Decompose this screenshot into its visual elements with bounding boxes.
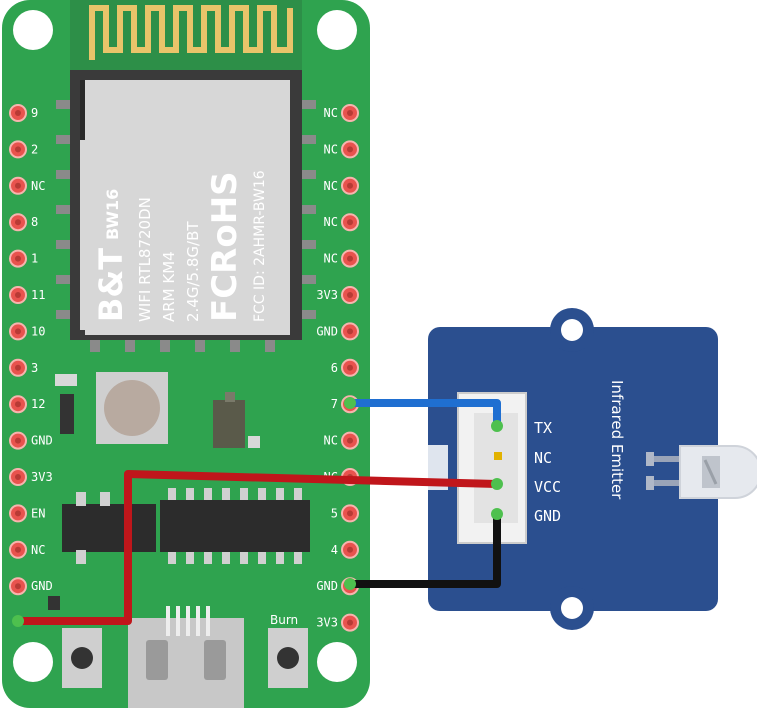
led-lead-2: [648, 480, 684, 486]
left-pin-label: 9: [31, 106, 38, 120]
ir-mount-hole-top: [561, 319, 583, 341]
module-cert: FCRoHS: [205, 171, 245, 322]
smd-component: [55, 374, 77, 386]
wire-gnd-black[interactable]: [350, 514, 501, 588]
left-pin-label: 3: [31, 361, 38, 375]
right-pin-label: NC: [324, 252, 338, 266]
module-fcc: FCC ID: 2AHMR-BW16: [252, 170, 268, 322]
ir-pin-vcc: VCC: [534, 478, 561, 496]
right-pin-label: 5: [331, 506, 338, 520]
right-pin-label: NC: [324, 142, 338, 156]
ir-pin-gnd: GND: [534, 507, 561, 525]
right-pin-label: NC: [324, 106, 338, 120]
module-arm: ARM KM4: [160, 251, 178, 322]
left-pin-label: 2: [31, 142, 38, 156]
bw16-board: B&T BW16 WIFI RTL8720DN ARM KM4 2.4G/5.8…: [2, 0, 370, 708]
smd-resistor-array: [60, 394, 74, 434]
right-pin-label: NC: [324, 215, 338, 229]
mounting-hole-bottom-left: [13, 642, 53, 682]
right-pin-label: GND: [316, 324, 338, 338]
wires: [12, 397, 503, 627]
left-pin-label: 8: [31, 215, 38, 229]
left-pin-label: 1: [31, 252, 38, 266]
left-pin-label: NC: [31, 543, 45, 557]
usb-serial-chip: [160, 500, 310, 552]
module-band: 2.4G/5.8G/BT: [184, 221, 202, 322]
right-pin-label: 4: [331, 543, 338, 557]
left-pin-label: GND: [31, 434, 53, 448]
ir-mount-hole-bottom: [561, 597, 583, 619]
left-pin-label: 10: [31, 324, 45, 338]
module-pads: [56, 100, 316, 352]
burn-label: Burn: [270, 613, 298, 627]
left-pin-label: 12: [31, 397, 45, 411]
left-pin-label: 11: [31, 288, 45, 302]
right-pin-label: GND: [316, 579, 338, 593]
right-pin-label: 7: [331, 397, 338, 411]
left-pin-label: EN: [31, 506, 45, 520]
ir-pin-nc: NC: [534, 449, 552, 467]
right-pin-label: NC: [324, 179, 338, 193]
module-brand: B&T: [92, 248, 130, 322]
nc-pad: [494, 452, 502, 460]
right-pin-label: 3V3: [316, 616, 338, 630]
module-model: BW16: [103, 189, 122, 240]
wire-tx-blue[interactable]: [350, 399, 501, 426]
antenna-trace: [89, 5, 293, 60]
mounting-hole-top-left: [13, 10, 53, 50]
smd-chip-left: [62, 504, 156, 552]
mounting-hole-top-right: [317, 10, 357, 50]
module-wifi: WIFI RTL8720DN: [136, 197, 154, 322]
right-pin-label: NC: [324, 434, 338, 448]
ir-module-title: Infrared Emitter: [608, 380, 626, 500]
mounting-hole-bottom-right: [317, 642, 357, 682]
left-pin-label: NC: [31, 179, 45, 193]
right-pin-label: 6: [331, 361, 338, 375]
left-pin-label: GND: [31, 579, 53, 593]
right-pin-label: 3V3: [316, 288, 338, 302]
wire-vcc-red[interactable]: [18, 470, 498, 625]
left-pin-label: 3V3: [31, 470, 53, 484]
ir-pin-tx: TX: [534, 419, 552, 437]
led-lead-1: [648, 456, 684, 462]
smd-regulator: [213, 400, 245, 448]
module-label: B&T BW16 WIFI RTL8720DN ARM KM4 2.4G/5.8…: [92, 170, 268, 322]
